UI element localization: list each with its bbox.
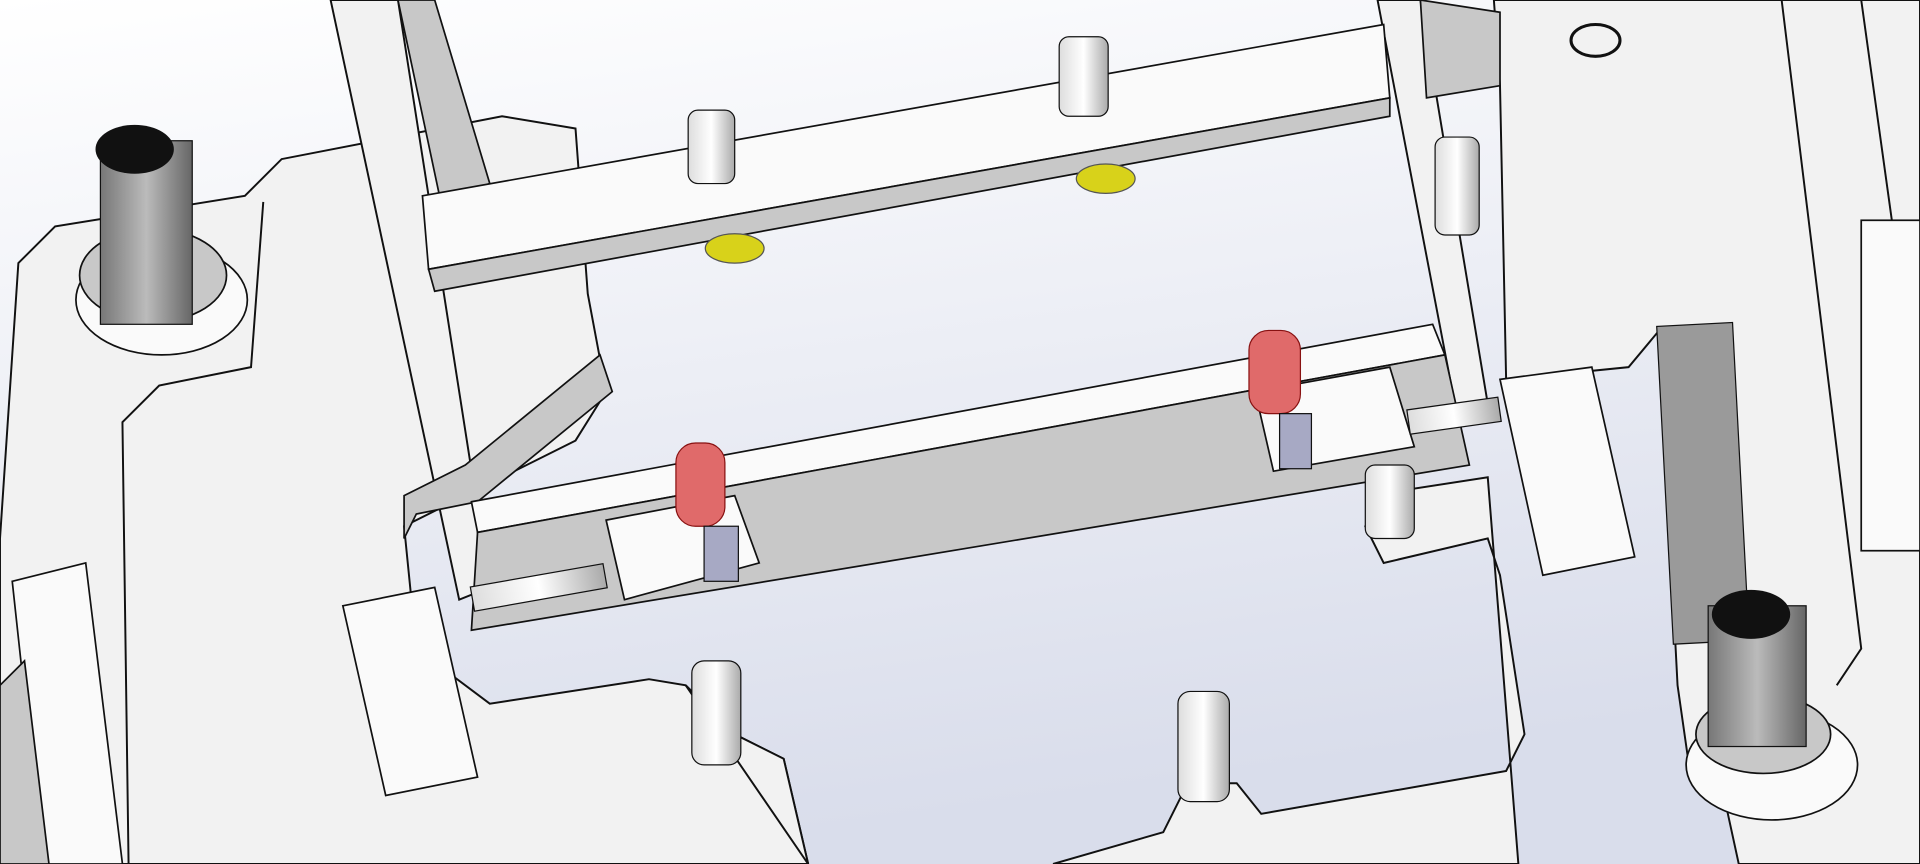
plate-edge <box>1860 0 1893 221</box>
locating-pin-icon <box>1364 464 1415 540</box>
toggle-clamp-right[interactable] <box>1248 329 1502 540</box>
plate-edge <box>121 201 265 864</box>
left-lower-face <box>0 658 50 864</box>
bushing-right <box>1656 321 1859 821</box>
left-end-block <box>341 586 479 797</box>
toggle-clamp-left[interactable] <box>469 442 761 612</box>
bushing-bore <box>95 124 174 174</box>
right-rail-block <box>1419 0 1501 99</box>
left-brace <box>403 353 614 539</box>
locating-pin-icon <box>1434 136 1480 236</box>
locating-pin-icon <box>687 109 736 185</box>
clamp-spindle <box>1406 396 1502 435</box>
bushing-bore <box>1711 589 1791 639</box>
locating-pin-icon <box>1177 690 1230 803</box>
clamp-arm <box>703 525 739 582</box>
right-block <box>1860 219 1920 552</box>
clamp-arm <box>1278 413 1313 470</box>
clamp-spindle <box>469 562 608 612</box>
locating-pin-icon <box>1058 36 1109 117</box>
right-end-block <box>1498 366 1636 577</box>
plate-edge <box>1780 0 1863 686</box>
locating-pin-icon <box>691 660 742 766</box>
fastener-left <box>704 233 765 264</box>
hole <box>1569 22 1622 58</box>
bushing-left <box>75 124 249 356</box>
fastener-right <box>1075 163 1136 194</box>
toggle-clamp-icon[interactable] <box>1248 329 1302 415</box>
toggle-clamp-icon[interactable] <box>675 442 726 527</box>
top-crossbar-face <box>427 96 1391 293</box>
